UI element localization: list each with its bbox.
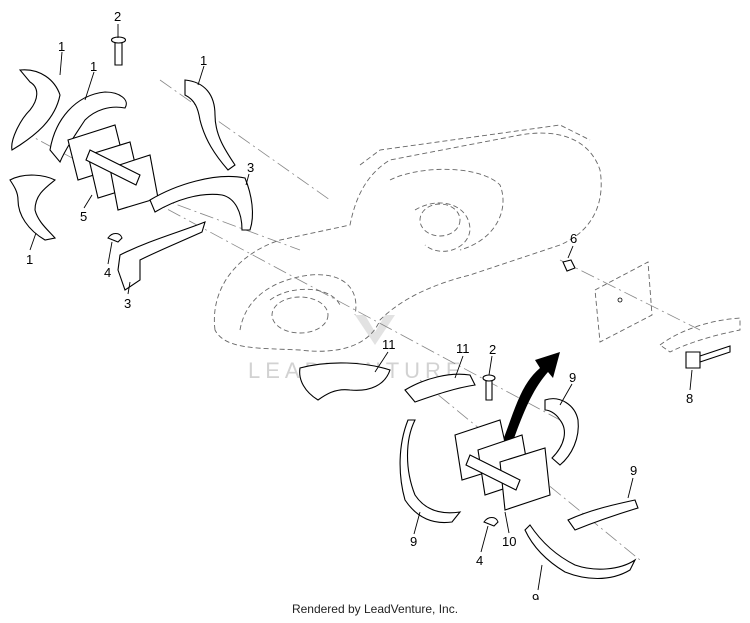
tine-1a: [11, 69, 61, 151]
bolt-2a-head: [110, 36, 127, 44]
callout-9: 9: [630, 463, 637, 478]
callout-4: 4: [104, 265, 111, 280]
tine-ghost: [659, 317, 741, 353]
tine-11b: [404, 373, 476, 403]
left-tine-assembly: [9, 36, 254, 291]
callout-1: 1: [90, 59, 97, 74]
tine-1c: [184, 79, 236, 171]
callout-1: 1: [200, 53, 207, 68]
hub-tube-b: [465, 454, 521, 491]
tine-11a: [299, 362, 391, 401]
callout-3: 3: [247, 160, 254, 175]
callout-6: 6: [570, 231, 577, 246]
callout-2: 2: [114, 9, 121, 24]
tiller-housing-outline: [213, 124, 602, 352]
tine-1d: [9, 174, 57, 241]
bolt-8-head: [685, 351, 701, 369]
callout-10: 10: [502, 534, 516, 549]
side-plate-outline: [594, 261, 653, 343]
callout-9: 9: [410, 534, 417, 549]
callout-9: 9: [569, 370, 576, 385]
callout-11: 11: [456, 341, 470, 356]
callout-3: 3: [124, 296, 131, 311]
mount-plate-f: [499, 447, 551, 511]
side-hardware: [562, 259, 741, 369]
callout-8: 8: [686, 391, 693, 406]
bolt-8-shank: [699, 345, 731, 363]
tine-9c: [567, 499, 639, 531]
callout-labels: 1 1 1 1 2 2 3 3 4 4 5 6 8 9 9 9 9 10 11 …: [26, 9, 693, 600]
leader-lines: [29, 24, 693, 591]
callout-11: 11: [382, 337, 396, 352]
callout-9: 9: [532, 591, 539, 600]
tine-9a: [399, 419, 462, 524]
rotation-arrow: [500, 352, 560, 450]
hub-tube: [85, 149, 141, 186]
bolt-2a: [114, 39, 123, 66]
callout-2: 2: [489, 342, 496, 357]
bolt-2b-head: [482, 374, 496, 382]
callout-1: 1: [58, 39, 65, 54]
tine-9b: [544, 398, 579, 466]
clip-4a: [107, 232, 123, 243]
tine-3b: [117, 221, 206, 291]
tine-3a: [149, 175, 254, 231]
right-tine-assembly: [299, 352, 639, 579]
callout-5: 5: [80, 209, 87, 224]
callout-1: 1: [26, 252, 33, 267]
tine-9d: [524, 524, 637, 579]
nut-6: [562, 259, 576, 272]
callout-4: 4: [476, 553, 483, 568]
render-credit: Rendered by LeadVenture, Inc.: [291, 602, 459, 616]
exploded-view-svg: .part { fill: #fff; stroke: #000; stroke…: [9, 9, 741, 600]
clip-4b: [483, 516, 499, 527]
